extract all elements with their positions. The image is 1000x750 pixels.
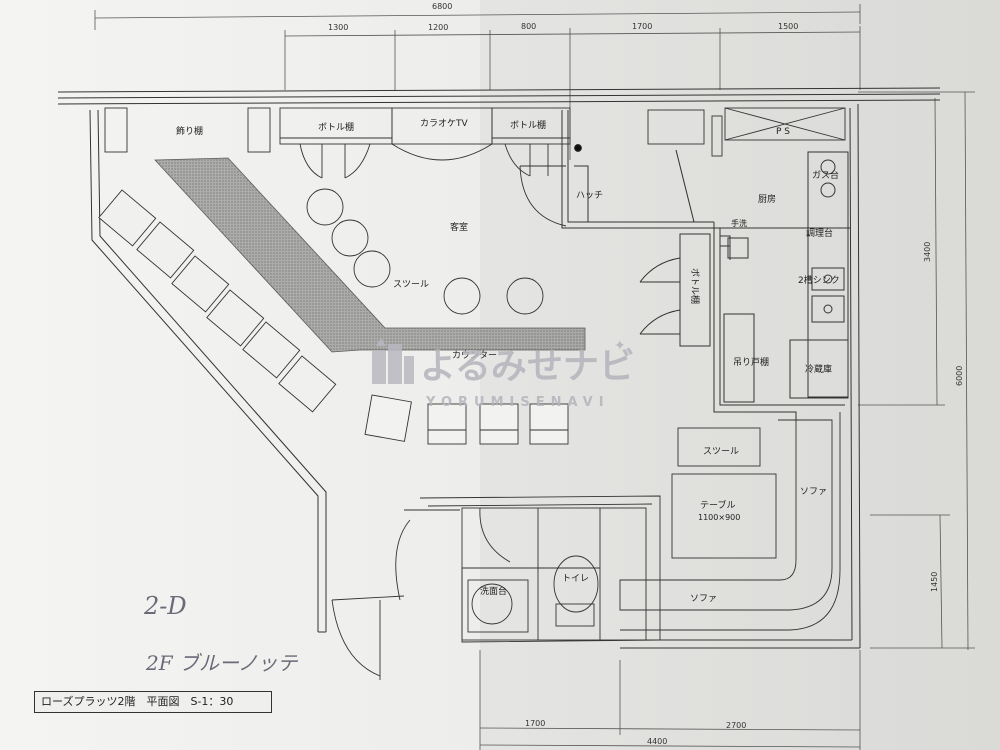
label-counter: カウンター [452, 350, 497, 361]
label-karaoke-tv: カラオケTV [420, 118, 468, 129]
room-labels: 飾り棚 ボトル棚 カラオケTV ボトル棚 P S ガス台 ハッチ 厨房 客室 手… [176, 118, 840, 604]
top-storage-row [104, 107, 846, 179]
label-sofa-bottom: ソファ [690, 594, 717, 604]
exterior-walls [57, 87, 941, 649]
label-bottle-shelf-1: ボトル棚 [318, 121, 354, 133]
dim-seg-4: 1700 [632, 22, 652, 31]
dim-bottom-1: 1700 [525, 719, 545, 728]
watermark-logo: よるみせナビ [420, 346, 635, 387]
label-toilet: トイレ [562, 574, 589, 584]
watermark-subtext: YORUMISENAVI [425, 395, 610, 410]
wc-area [331, 495, 661, 680]
label-table-size: 1100×900 [698, 513, 740, 522]
label-hand-wash: 手洗 [731, 218, 747, 228]
label-prep-table: 調理台 [806, 227, 833, 239]
sparkle-icon: ✦ [614, 338, 626, 354]
label-hanging-cabinet: 吊り戸棚 [733, 356, 769, 368]
counter-chairs [364, 394, 569, 445]
label-decor-shelf: 飾り棚 [176, 125, 203, 137]
dim-right-upper: 3400 [923, 242, 932, 262]
lounge-furniture [619, 412, 841, 631]
label-bottle-shelf-3: ボトル棚 [689, 268, 701, 304]
title-block: ローズプラッツ2階 平面図 S-1：30 [34, 691, 272, 713]
dim-seg-5: 1500 [778, 22, 798, 31]
label-double-sink: 2槽シンク [798, 274, 840, 286]
label-guest-room: 客室 [450, 221, 468, 233]
counter-top [154, 157, 586, 353]
dim-seg-1: 1300 [328, 23, 348, 32]
label-ps: P S [776, 127, 790, 137]
dimension-labels: 6800 1300 1200 800 1700 1500 3400 6000 1… [328, 2, 964, 746]
hatch-door [519, 144, 582, 227]
kitchen-walls [561, 110, 850, 420]
watermark-building-icon [372, 338, 414, 384]
dim-bottom-total: 4400 [647, 737, 667, 746]
dim-total-top: 6800 [432, 2, 452, 11]
label-bottle-shelf-2: ボトル棚 [510, 119, 546, 131]
dim-seg-3: 800 [521, 22, 536, 31]
label-hatch: ハッチ [576, 190, 603, 201]
dim-right-total: 6000 [955, 366, 964, 386]
floor-name: 2F ブルーノッテ [145, 651, 298, 675]
stool-circles [306, 188, 544, 315]
label-gas-stove: ガス台 [812, 169, 839, 181]
dim-seg-2: 1200 [428, 23, 448, 32]
watermark: よるみせナビ YORUMISENAVI ✦ [372, 338, 635, 410]
dimension-lines [94, 4, 975, 750]
label-stool-1: スツール [393, 280, 429, 290]
dim-bottom-2: 2700 [726, 721, 746, 730]
dim-right-lower: 1450 [930, 572, 939, 592]
label-stool-2: スツール [703, 447, 739, 457]
unit-code: 2-D [143, 592, 187, 620]
label-washbasin: 洗面台 [480, 585, 507, 597]
label-sofa-right: ソファ [800, 487, 827, 497]
label-table: テーブル [700, 499, 735, 511]
label-kitchen: 厨房 [758, 193, 776, 205]
label-refrigerator: 冷蔵庫 [805, 363, 832, 375]
left-seats [98, 189, 337, 413]
